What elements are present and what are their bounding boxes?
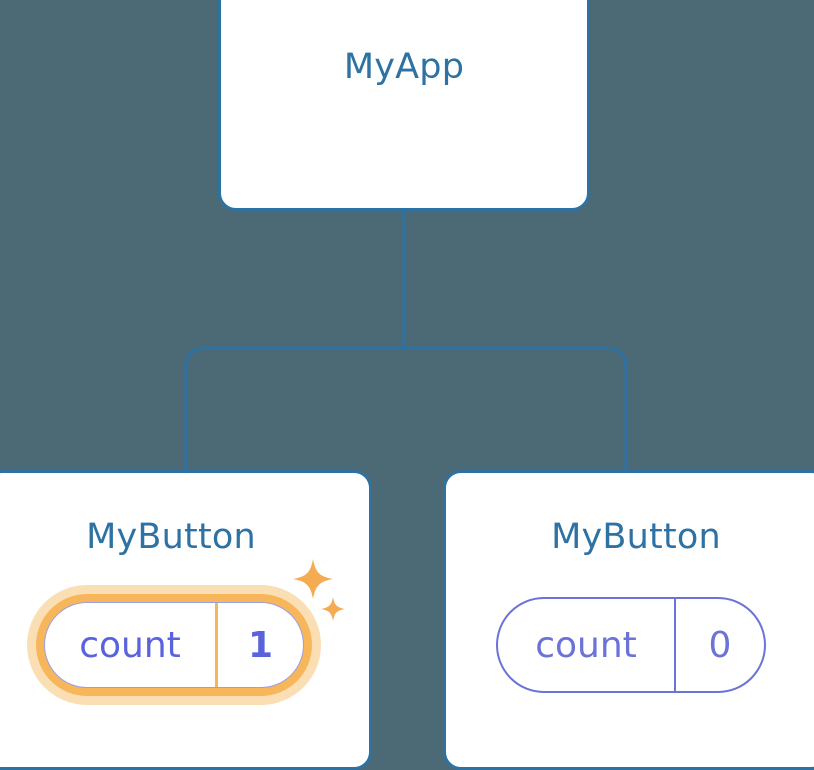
state-pill-divider-right bbox=[674, 599, 676, 691]
component-label-mybutton-right: MyButton bbox=[551, 517, 721, 557]
state-pill-highlighted-wrapper: count 1 bbox=[27, 585, 321, 705]
state-pill-halo: count 1 bbox=[27, 585, 321, 705]
state-value-right: 0 bbox=[708, 624, 732, 666]
state-pill-ring: count 1 bbox=[36, 594, 312, 696]
state-pill-right[interactable]: count 0 bbox=[496, 597, 766, 693]
state-key-right: count bbox=[535, 624, 637, 666]
state-pill-divider-left bbox=[215, 603, 218, 687]
state-value-left: 1 bbox=[247, 624, 274, 666]
state-pill-left[interactable]: count 1 bbox=[44, 602, 304, 688]
component-label-myapp: MyApp bbox=[343, 47, 465, 87]
component-card-mybutton-right[interactable]: MyButton count 0 bbox=[443, 470, 814, 770]
state-pill-plain-wrapper: count 0 bbox=[496, 597, 766, 693]
sparkle-small-icon bbox=[321, 597, 345, 621]
connector-branch-bar bbox=[184, 346, 628, 472]
component-card-mybutton-left[interactable]: MyButton count 1 bbox=[0, 470, 372, 770]
component-card-myapp[interactable]: MyApp bbox=[218, 0, 590, 211]
component-label-mybutton-left: MyButton bbox=[86, 517, 256, 557]
state-key-left: count bbox=[79, 624, 181, 666]
